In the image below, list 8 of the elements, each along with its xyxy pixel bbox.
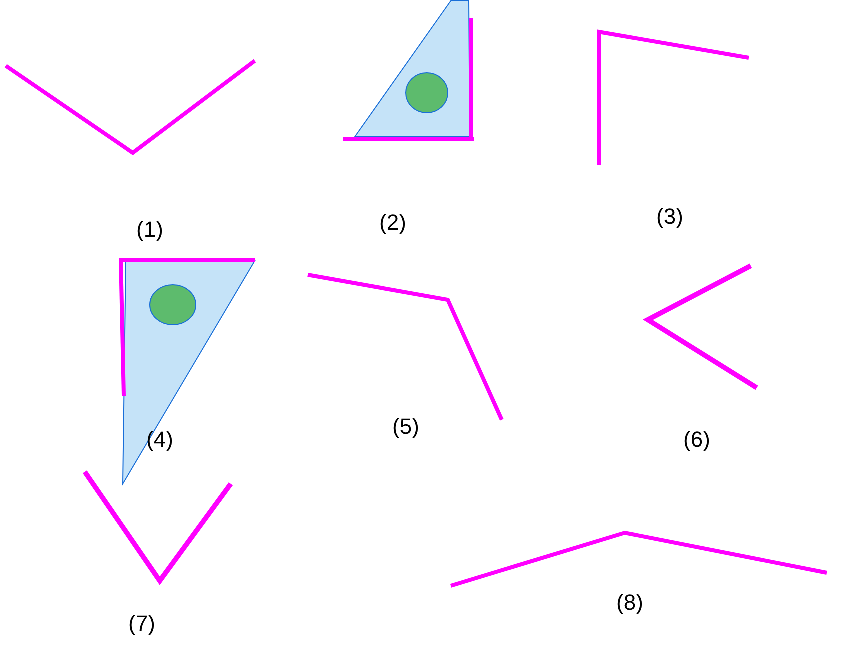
figure-number: (1) [136, 219, 164, 241]
figure-number: (5) [392, 416, 420, 438]
figure-number: (8) [616, 592, 644, 614]
figure-number: (7) [128, 613, 156, 635]
figure-number: (2) [380, 212, 406, 234]
figure-number: (4) [146, 429, 174, 451]
figure-number: (3) [656, 206, 684, 228]
figure-number: (6) [684, 429, 710, 451]
